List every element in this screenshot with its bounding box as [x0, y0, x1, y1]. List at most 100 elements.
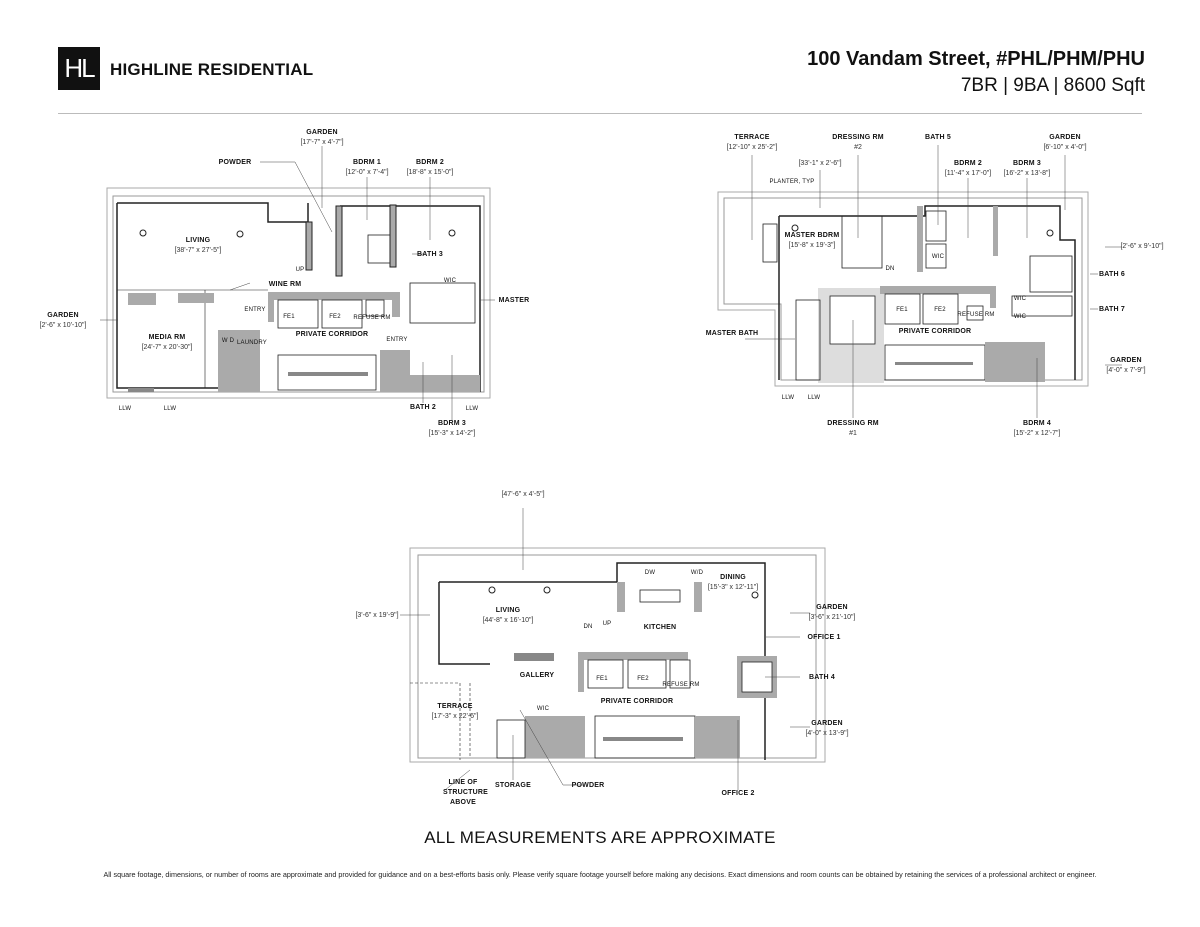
room-label: MASTER — [499, 296, 530, 306]
plan-tag: LLW — [782, 393, 795, 403]
room-dimensions: [4'-0" x 7'-9"] — [1106, 367, 1146, 374]
plan-tag: FE2 — [329, 312, 341, 322]
plan-tag: FE1 — [596, 674, 608, 684]
room-label: BDRM 2[18'-8" x 15'-0"] — [407, 158, 454, 178]
room-label: BATH 5 — [925, 133, 951, 143]
room-label: GARDEN[6'-10" x 4'-0"] — [1043, 133, 1086, 153]
plan-tag: WIC — [932, 252, 944, 262]
room-label: DINING[15'-3" x 12'-11"] — [708, 573, 758, 593]
floor-plan-lower — [100, 146, 495, 420]
room-name: BATH 2 — [410, 404, 436, 411]
plan-tag: ENTRY — [386, 335, 407, 345]
room-dimensions: [12'-0" x 7'-4"] — [345, 169, 389, 176]
room-name: GARDEN — [1049, 134, 1081, 141]
plan-tag: WIC — [444, 276, 456, 286]
room-label: [33'-1" x 2'-6"] — [798, 159, 841, 169]
floor-plan-middle — [717, 145, 1122, 418]
tag-text: WIC — [931, 254, 945, 260]
room-label: POWDER — [572, 781, 605, 791]
tag-text: REFUSE RM — [353, 315, 391, 321]
tag-text: UP — [295, 267, 305, 273]
plan-tag: LLW — [808, 393, 821, 403]
room-dimensions: [3'-6" x 21'-10"] — [808, 614, 856, 621]
room-label: POWDER — [219, 158, 252, 168]
plan-tag: REFUSE RM — [353, 313, 390, 323]
room-label: OFFICE 1 — [807, 633, 840, 643]
listing-address: 100 Vandam Street, #PHL/PHM/PHU — [807, 48, 1145, 70]
room-name: PRIVATE CORRIDOR — [295, 331, 369, 338]
room-label: PRIVATE CORRIDOR — [296, 330, 369, 340]
room-name: PRIVATE CORRIDOR — [600, 698, 674, 705]
listing-summary: 7BR | 9BA | 8600 Sqft — [960, 75, 1145, 96]
room-label: GARDEN[4'-0" x 13'-9"] — [805, 719, 848, 739]
room-name: GARDEN — [816, 604, 848, 611]
room-label: GALLERY — [520, 671, 555, 681]
room-dimensions: [2'-6" x 9'-10"] — [1120, 243, 1164, 250]
plan-tag: FE2 — [637, 674, 649, 684]
tag-text: LLW — [465, 406, 479, 412]
tag-text: LLW — [118, 406, 132, 412]
tag-text: FE1 — [283, 314, 295, 320]
room-label: BATH 6 — [1099, 270, 1125, 280]
room-name: BDRM 3 — [437, 420, 467, 427]
room-name: MASTER BATH — [705, 330, 759, 337]
room-label: [3'-6" x 19'-9"] — [355, 611, 398, 621]
room-label: LIVING[44'-8" x 16'-10"] — [483, 606, 534, 626]
room-label: GARDEN [3'-6" x 21'-10"] — [809, 603, 856, 623]
room-label: GARDEN[2'-6" x 10'-10"] — [40, 311, 87, 331]
room-name: LINE OF STRUCTURE ABOVE — [443, 779, 488, 806]
room-label: PRIVATE CORRIDOR — [601, 697, 674, 707]
room-name: MEDIA RM — [148, 334, 186, 341]
plan-tag: ENTRY — [244, 305, 265, 315]
room-name: POWDER — [218, 159, 252, 166]
room-dimensions: [44'-8" x 16'-10"] — [482, 617, 534, 624]
room-name: GALLERY — [519, 672, 555, 679]
room-name: STORAGE — [495, 782, 531, 789]
room-name: BATH 6 — [1099, 271, 1125, 278]
room-label: BDRM 3 [15'-3" x 14'-2"] — [429, 419, 476, 439]
plan-tag: PLANTER, TYP — [770, 177, 815, 187]
room-name: BDRM 3 — [1012, 160, 1042, 167]
room-label: BDRM 3 [16'-2" x 13'-8"] — [1004, 159, 1051, 179]
room-name: OFFICE 2 — [721, 790, 755, 797]
room-dimensions: [38'-7" x 27'-5"] — [174, 247, 222, 254]
room-label: GARDEN[17'-7" x 4'-7"] — [300, 128, 343, 148]
room-label: STORAGE — [495, 781, 531, 791]
tag-text: WIC — [536, 706, 550, 712]
plan-tag: LLW — [466, 404, 479, 414]
tag-text: LAUNDRY — [237, 340, 267, 346]
tag-text: FE2 — [329, 314, 341, 320]
room-name: PRIVATE CORRIDOR — [898, 328, 972, 335]
room-label: TERRACE[17'-3" x 22'-6"] — [432, 702, 479, 722]
room-name: BATH 7 — [1099, 306, 1125, 313]
room-dimensions: [33'-1" x 2'-6"] — [798, 160, 842, 167]
tag-text: FE2 — [934, 307, 946, 313]
room-name: DINING — [720, 574, 746, 581]
plan-tag: FE1 — [896, 305, 908, 315]
room-dimensions: [18'-8" x 15'-0"] — [406, 169, 454, 176]
plan-tag: W/D — [691, 568, 703, 578]
plan-tag: FE2 — [934, 305, 946, 315]
room-dimensions: [12'-10" x 25'-2"] — [726, 144, 778, 151]
room-name: WINE RM — [268, 281, 302, 288]
room-name: GARDEN — [306, 129, 338, 136]
room-label: [2'-6" x 9'-10"] — [1120, 242, 1163, 252]
room-label: BATH 2 — [410, 403, 436, 413]
tag-text: WIC — [1013, 314, 1027, 320]
room-dimensions: [16'-2" x 13'-8"] — [1003, 170, 1051, 177]
room-name: GARDEN — [47, 312, 79, 319]
room-dimensions: [15'-3" x 14'-2"] — [428, 430, 476, 437]
plan-tag: REFUSE RM — [957, 310, 994, 320]
room-dimensions: [24'-7" x 20'-30"] — [141, 344, 193, 351]
tag-text: DN — [583, 624, 593, 630]
room-name: TERRACE — [734, 134, 770, 141]
tag-text: FE2 — [637, 676, 649, 682]
floor-plan-upper — [400, 508, 826, 791]
room-name: LIVING — [185, 237, 211, 244]
tag-text: FE1 — [896, 307, 908, 313]
room-name: DRESSING RM — [827, 420, 879, 427]
measurement-note: ALL MEASUREMENTS ARE APPROXIMATE — [424, 828, 776, 847]
room-label: DRESSING RM#2 — [832, 133, 884, 153]
tag-text: LLW — [807, 395, 821, 401]
plan-tag: DN — [583, 622, 592, 632]
